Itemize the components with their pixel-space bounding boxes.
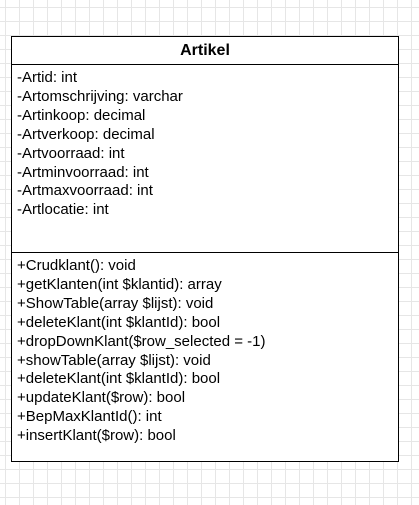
uml-class-artikel[interactable]: Artikel -Artid: int -Artomschrijving: va… [11, 36, 399, 462]
attribute-artlocatie: -Artlocatie: int [17, 201, 109, 219]
method-getklanten: +getKlanten(int $klantid): array [17, 275, 222, 293]
attribute-artverkoop: -Artverkoop: decimal [17, 125, 155, 143]
attributes-section: -Artid: int -Artomschrijving: varchar -A… [12, 65, 398, 253]
class-name: Artikel [12, 37, 398, 65]
method-dropdownklant: +dropDownKlant($row_selected = -1) [17, 332, 266, 350]
attribute-artid: -Artid: int [17, 69, 78, 86]
attribute-artomschrijving: -Artomschrijving: varchar [17, 87, 183, 105]
method-showtable-upper: +ShowTable(array $lijst): void [17, 294, 214, 312]
method-bepmaxklantid: +BepMaxKlantId(): int [17, 408, 162, 426]
method-deleteklant-2: +deleteKlant(int $klantId): bool [17, 370, 221, 388]
attribute-artminvoorraad: -Artminvoorraad: int [17, 163, 149, 181]
method-crudklant: +Crudklant(): void [17, 257, 136, 274]
methods-section: +Crudklant(): void +getKlanten(int $klan… [12, 253, 398, 450]
attribute-artvoorraad: -Artvoorraad: int [17, 144, 125, 162]
method-updateklant: +updateKlant($row): bool [17, 389, 186, 407]
attribute-artmaxvoorraad: -Artmaxvoorraad: int [17, 182, 153, 200]
method-showtable: +showTable(array $lijst): void [17, 351, 211, 369]
attribute-artinkoop: -Artinkoop: decimal [17, 106, 146, 124]
method-insertklant: +insertKlant($row): bool [17, 427, 176, 445]
method-deleteklant: +deleteKlant(int $klantId): bool [17, 313, 221, 331]
